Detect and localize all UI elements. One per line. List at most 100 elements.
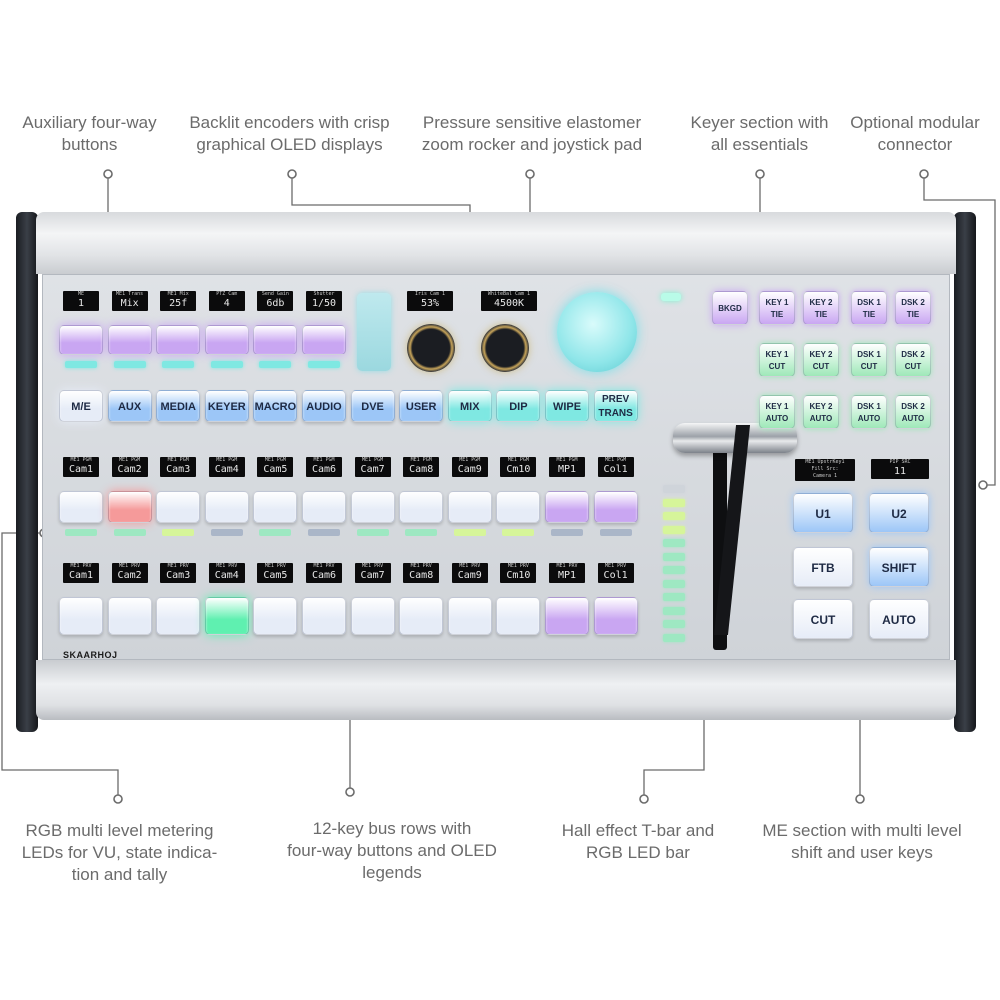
program-button-6[interactable] bbox=[302, 491, 346, 523]
preview-button-10[interactable] bbox=[496, 597, 541, 635]
mode-button-10[interactable]: DIP bbox=[496, 390, 541, 422]
joystick-pad[interactable] bbox=[557, 292, 637, 372]
preview-button-6[interactable] bbox=[302, 597, 346, 635]
program-button-7[interactable] bbox=[350, 491, 395, 523]
bottom-rail bbox=[36, 660, 956, 720]
program-led-11 bbox=[551, 529, 583, 536]
preview-button-12[interactable] bbox=[593, 597, 638, 635]
callout-joystick: Pressure sensitive elastomer zoom rocker… bbox=[421, 113, 643, 154]
program-oled-1-big: Cam1 bbox=[68, 464, 94, 475]
mode-button-1[interactable]: M/E bbox=[59, 390, 103, 422]
program-button-4[interactable] bbox=[204, 491, 249, 523]
mode-button-12[interactable]: PREV TRANS bbox=[593, 390, 638, 422]
aux-button-4[interactable] bbox=[204, 325, 249, 355]
program-button-5[interactable] bbox=[253, 491, 298, 523]
tbar-led-6 bbox=[663, 552, 685, 561]
program-button-11[interactable] bbox=[545, 491, 589, 523]
preview-oled-8-big: Cam8 bbox=[409, 570, 434, 581]
program-button-2[interactable] bbox=[107, 491, 152, 523]
aux-button-2[interactable] bbox=[107, 325, 152, 355]
aux-button-5[interactable] bbox=[253, 325, 298, 355]
preview-button-2[interactable] bbox=[107, 597, 152, 635]
program-button-9[interactable] bbox=[447, 491, 492, 523]
tbar-led-1 bbox=[663, 485, 685, 493]
me-button-u2[interactable]: U2 bbox=[869, 493, 929, 533]
mode-button-3[interactable]: MEDIA bbox=[156, 390, 201, 422]
encoder-oled-iris-small: Iris Cam 1 bbox=[414, 291, 446, 297]
bkgd-button[interactable]: BKGD bbox=[712, 291, 748, 325]
tbar-led-7 bbox=[663, 566, 685, 574]
program-button-8[interactable] bbox=[399, 491, 444, 523]
preview-oled-10-small: ME1 PRV bbox=[507, 563, 529, 569]
preview-oled-7-small: ME1 PRV bbox=[362, 563, 384, 569]
aux-button-3[interactable] bbox=[156, 325, 201, 355]
me-button-cut[interactable]: CUT bbox=[793, 599, 853, 639]
preview-button-3[interactable] bbox=[156, 597, 201, 635]
me-button-auto[interactable]: AUTO bbox=[869, 599, 929, 639]
program-oled-1-small: ME1 PGM bbox=[70, 457, 92, 463]
mode-button-8[interactable]: USER bbox=[399, 390, 444, 422]
preview-button-9[interactable] bbox=[447, 597, 492, 635]
preview-oled-9-big: Cam9 bbox=[457, 570, 482, 581]
mode-button-7[interactable]: DVE bbox=[350, 390, 395, 422]
encoder-right[interactable] bbox=[481, 324, 529, 372]
mode-button-5[interactable]: MACRO bbox=[253, 390, 298, 422]
aux-button-1[interactable] bbox=[59, 325, 103, 355]
aux-oled-6-small: Shutter bbox=[313, 291, 335, 297]
aux-led-6 bbox=[308, 361, 340, 368]
mode-button-4[interactable]: KEYER bbox=[204, 390, 249, 422]
program-button-3[interactable] bbox=[156, 491, 201, 523]
aux-led-4 bbox=[210, 361, 243, 368]
keyer-tie-label-top-3: DSK 1 bbox=[857, 298, 881, 307]
preview-button-7[interactable] bbox=[350, 597, 395, 635]
encoder-oled-whitebalance-big: 4500K bbox=[493, 298, 525, 309]
preview-button-11[interactable] bbox=[545, 597, 589, 635]
preview-button-1[interactable] bbox=[59, 597, 103, 635]
mode-button-11[interactable]: WIPE bbox=[545, 390, 589, 422]
mode-button-9[interactable]: MIX bbox=[447, 390, 492, 422]
program-button-1[interactable] bbox=[59, 491, 103, 523]
preview-button-5[interactable] bbox=[253, 597, 298, 635]
me-button-ftb[interactable]: FTB bbox=[793, 547, 853, 587]
program-led-3 bbox=[162, 529, 195, 536]
preview-oled-4-small: ME1 PRV bbox=[216, 563, 238, 569]
preview-button-8[interactable] bbox=[399, 597, 444, 635]
me-button-u1[interactable]: U1 bbox=[793, 493, 853, 533]
me-button-label-1: U1 bbox=[815, 507, 831, 521]
program-oled-8-big: Cam8 bbox=[409, 464, 434, 475]
mode-button-6[interactable]: AUDIO bbox=[302, 390, 346, 422]
mode-button-2[interactable]: AUX bbox=[107, 390, 152, 422]
preview-button-4[interactable] bbox=[204, 597, 249, 635]
encoder-left[interactable] bbox=[407, 324, 455, 372]
keyer-auto-label-top-1: KEY 1 bbox=[765, 402, 789, 411]
zoom-rocker[interactable] bbox=[357, 293, 391, 371]
aux-button-6[interactable] bbox=[302, 325, 346, 355]
me-button-shift[interactable]: SHIFT bbox=[869, 547, 929, 587]
status-led bbox=[661, 293, 681, 301]
preview-oled-12-small: ME1 PRV bbox=[605, 563, 627, 569]
program-button-10[interactable] bbox=[496, 491, 541, 523]
program-oled-2-small: ME1 PGM bbox=[119, 457, 141, 463]
program-button-12[interactable] bbox=[593, 491, 638, 523]
